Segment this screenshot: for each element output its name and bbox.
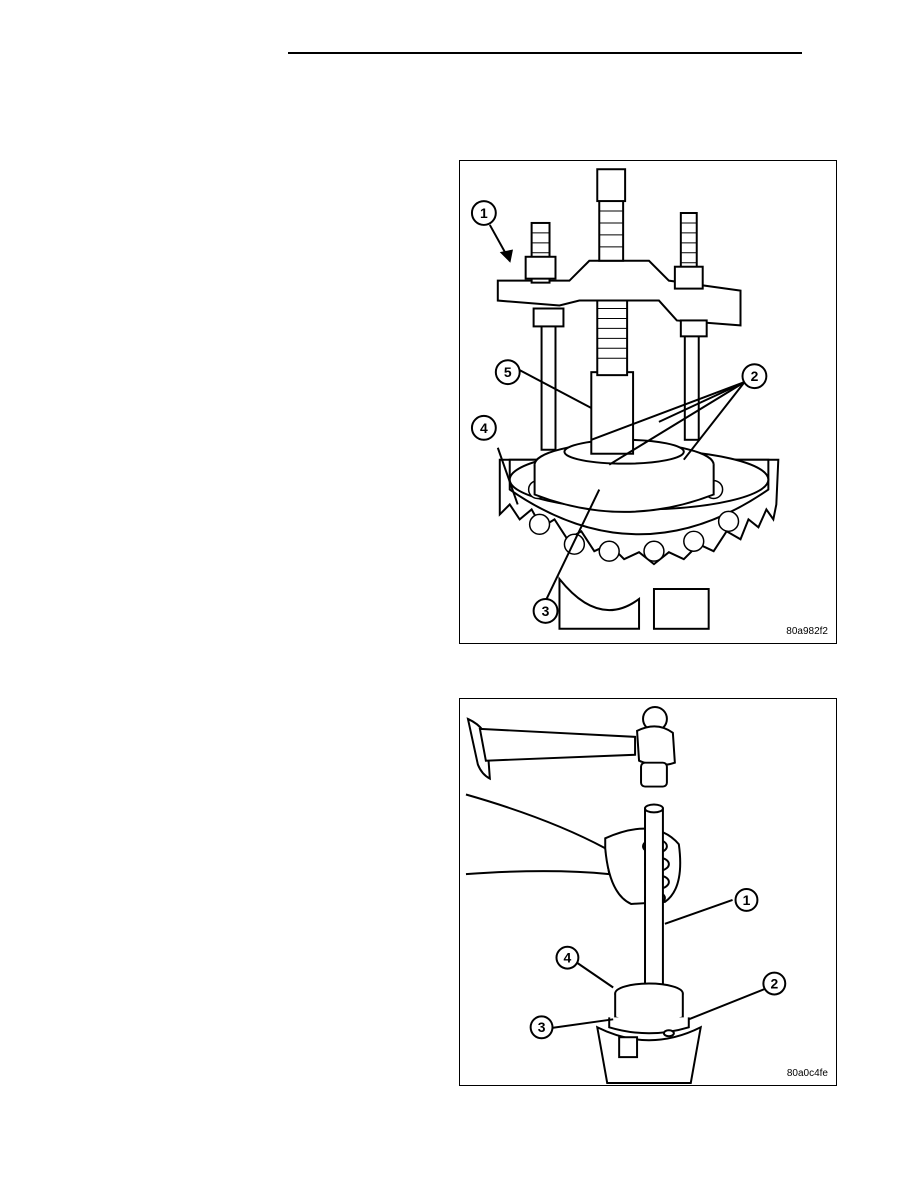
callout-5: 5 xyxy=(504,364,512,380)
callout-4: 4 xyxy=(480,420,488,436)
callout-1: 1 xyxy=(743,892,751,908)
callout-2: 2 xyxy=(770,975,778,991)
bearing-puller-illustration: 1 2 3 4 5 xyxy=(470,168,780,630)
figure-code: 80a0c4fe xyxy=(786,1068,828,1079)
callout-3: 3 xyxy=(542,603,550,619)
figure-bearing-installer: 1 2 3 4 80a0c4fe xyxy=(459,698,837,1086)
header-rule xyxy=(288,52,802,54)
callout-3: 3 xyxy=(538,1019,546,1035)
callout-2: 2 xyxy=(751,368,759,384)
callout-4: 4 xyxy=(564,950,572,966)
bearing-installer-illustration: 1 2 3 4 xyxy=(465,705,787,1084)
callout-1: 1 xyxy=(480,205,488,221)
figure-code: 80a982f2 xyxy=(786,626,828,637)
figure-bearing-puller: 1 2 3 4 5 80a982f2 xyxy=(459,160,837,644)
